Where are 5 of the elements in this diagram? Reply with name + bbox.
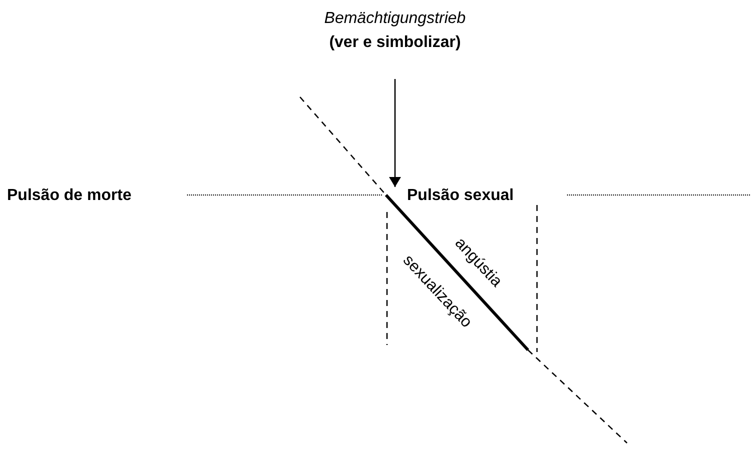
axis-label: Pulsão de morte [7, 186, 132, 205]
subheading-text: (ver e simbolizar) [328, 33, 462, 53]
arrow [389, 79, 401, 187]
heading-text: Bemächtigungstrieb [323, 9, 467, 29]
axis-label: Pulsão sexual [393, 186, 514, 205]
